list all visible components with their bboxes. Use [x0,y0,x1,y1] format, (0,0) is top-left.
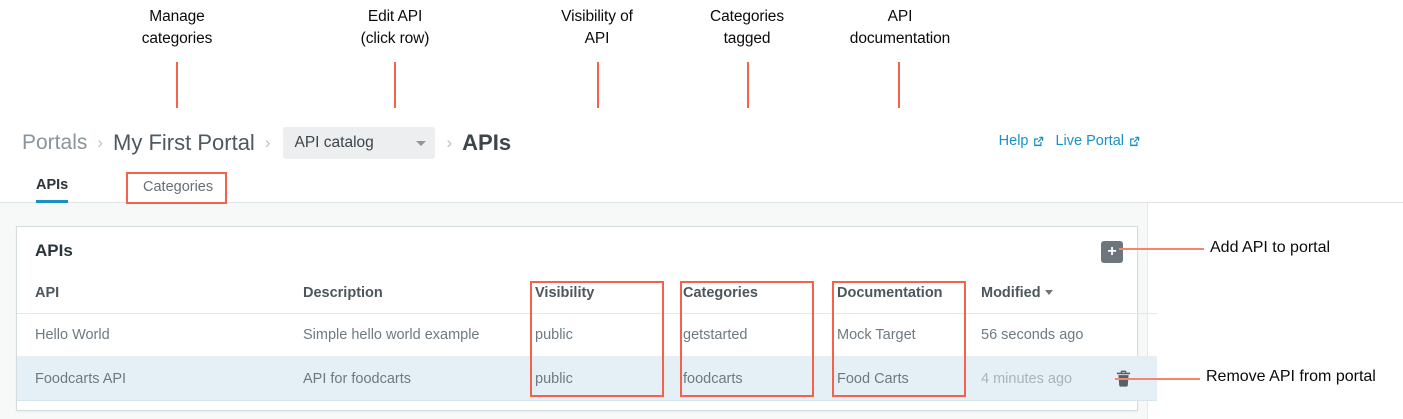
plus-icon: + [1107,242,1117,260]
apis-table: API Description Visibility Categories Do… [17,279,1157,401]
column-header-description[interactable]: Description [303,279,535,314]
help-link-label: Help [998,133,1029,149]
breadcrumb: Portals › My First Portal › API catalog … [22,126,511,160]
table-row[interactable]: Foodcarts API API for foodcarts public f… [17,356,1157,401]
portal-app: Portals › My First Portal › API catalog … [0,108,1403,419]
cell-modified: 56 seconds ago [981,313,1157,357]
callout-label-manage-categories: Manage categories [141,8,213,47]
table-header-row: API Description Visibility Categories Do… [17,279,1157,314]
breadcrumb-separator-1: › [97,133,104,152]
cell-api: Foodcarts API [17,356,303,401]
catalog-select[interactable]: API catalog [282,127,435,159]
live-portal-link[interactable]: Live Portal [1055,133,1141,149]
tab-apis[interactable]: APIs [36,170,69,204]
cell-documentation: Food Carts [837,356,981,401]
panel-title: APIs [35,241,73,260]
callout-line-add-api [1119,248,1204,250]
trash-icon[interactable] [1116,370,1131,387]
cell-api: Hello World [17,313,303,357]
help-link[interactable]: Help [999,133,1046,149]
column-header-documentation[interactable]: Documentation [837,279,981,314]
breadcrumb-current-apis: APIs [462,130,512,155]
cell-categories: foodcarts [683,356,837,401]
tab-apis-label: APIs [36,177,69,193]
callout-label-categories-tagged: Categories tagged [710,8,784,47]
tab-categories-label: Categories [143,179,214,195]
external-link-icon [1032,135,1045,148]
cell-description: Simple hello world example [303,313,535,357]
callout-line-remove-api [1115,378,1200,380]
callout-label-edit-api: Edit API (click row) [360,8,430,47]
caret-down-icon [1044,290,1053,295]
external-link-icon [1128,135,1141,148]
breadcrumb-separator-3: › [446,133,453,152]
live-portal-link-label: Live Portal [1055,133,1124,149]
tab-categories[interactable]: Categories [143,170,213,204]
column-header-visibility[interactable]: Visibility [535,279,683,314]
column-header-modified-label: Modified [981,285,1041,301]
column-header-modified[interactable]: Modified [981,279,1157,314]
breadcrumb-portals[interactable]: Portals [22,131,88,154]
chevron-down-icon [415,140,426,146]
apis-panel: APIs + API Description Visibility Catego… [16,226,1157,411]
cell-documentation: Mock Target [837,313,981,357]
tab-bar: APIs Categories [0,170,1403,204]
column-header-categories[interactable]: Categories [683,279,837,314]
cell-categories: getstarted [683,313,837,357]
breadcrumb-separator-2: › [264,133,271,152]
catalog-select-value: API catalog [294,134,374,151]
table-row[interactable]: Hello World Simple hello world example p… [17,313,1157,357]
column-header-api[interactable]: API [17,279,303,314]
cell-modified-value: 4 minutes ago [981,370,1073,387]
breadcrumb-my-first-portal[interactable]: My First Portal [113,130,255,155]
cell-visibility: public [535,313,683,357]
callout-label-visibility-of-api: Visibility of API [561,8,633,47]
cell-visibility: public [535,356,683,401]
add-api-button[interactable]: + [1101,241,1123,263]
cell-description: API for foodcarts [303,356,535,401]
callout-label-add-api-to-portal: Add API to portal [1210,239,1331,256]
cell-modified-with-delete: 4 minutes ago [981,356,1157,401]
top-links: Help Live Portal [999,133,1141,149]
callout-label-api-documentation: API documentation [849,8,951,47]
callout-label-remove-api-from-portal: Remove API from portal [1206,368,1376,385]
